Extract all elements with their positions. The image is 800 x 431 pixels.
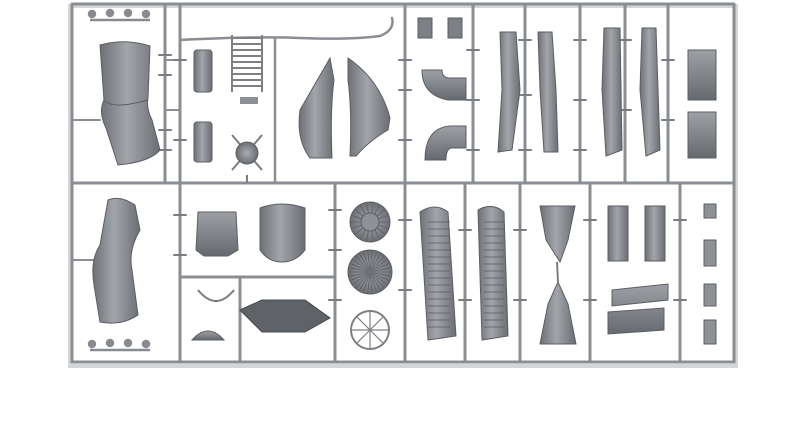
sprue-shadow	[68, 4, 738, 368]
long-panel-right	[477, 206, 509, 341]
hood-part	[190, 330, 226, 341]
long-strip-2	[537, 31, 559, 153]
long-strip-4	[639, 27, 661, 157]
fan-disc-middle	[347, 249, 393, 295]
sprue-gates	[158, 39, 687, 301]
elbow-pipe-upper	[421, 69, 467, 101]
duct-part-lower	[92, 197, 141, 324]
seat-part	[195, 211, 239, 257]
small-block-upper	[193, 49, 213, 93]
right-panel-upper	[687, 49, 717, 101]
long-strip-3	[601, 27, 623, 157]
pin-rod-top-left	[87, 8, 151, 22]
sprue-frame	[70, 2, 736, 364]
fin-part-upper	[539, 205, 576, 264]
right-panel-lower	[687, 111, 717, 159]
radiator-part	[607, 283, 669, 335]
long-panel-left	[419, 206, 457, 341]
long-strip-1	[497, 31, 521, 153]
fuselage-half-right	[347, 57, 391, 157]
cowling-part	[259, 203, 306, 263]
fan-disc-upper	[349, 201, 391, 243]
fin-part-lower	[539, 280, 577, 345]
small-tabs-right	[703, 203, 717, 345]
side-panel-1	[607, 205, 629, 262]
small-bracket-parts	[417, 17, 463, 39]
elbow-pipe-lower	[424, 125, 467, 161]
duct-part-upper	[99, 41, 161, 166]
pin-rod-bottom-left	[87, 338, 151, 352]
fuselage-half-left	[298, 56, 335, 159]
side-panel-2	[644, 205, 666, 262]
wire-arc	[197, 289, 235, 302]
cockpit-tub	[239, 299, 331, 333]
small-block-lower	[193, 121, 213, 163]
ladder-rungs	[232, 37, 262, 87]
spoked-wheel	[350, 310, 390, 350]
propeller-hub	[231, 134, 263, 183]
panel-ribs	[428, 221, 504, 328]
